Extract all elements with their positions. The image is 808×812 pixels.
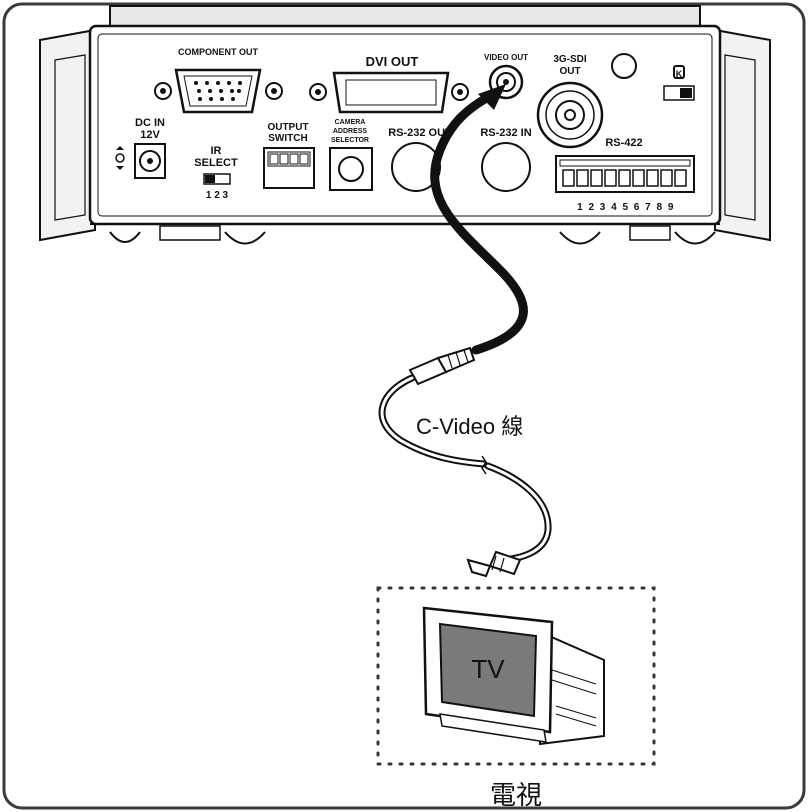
ir-select-switch: IR SELECT 1 2 3 (194, 145, 238, 201)
camera-address-label-line1: CAMERA (335, 119, 366, 126)
rs422-label: RS-422 (605, 137, 642, 149)
rs232-out-port: RS-232 OUT (388, 127, 452, 192)
ir-select-numbers: 1 2 3 (206, 190, 229, 201)
kensington-lock-icon: K (663, 65, 695, 101)
camera-address-label-line2: ADDRESS (333, 128, 368, 135)
component-out-label: COMPONENT OUT (178, 47, 259, 57)
sdi-out-label-line1: 3G-SDI (553, 54, 587, 65)
cable-to-video-out (430, 84, 528, 355)
output-switch-label-line1: OUTPUT (267, 122, 308, 133)
output-switch-label-line2: SWITCH (268, 133, 307, 144)
dc-in-label-line1: DC IN (135, 117, 165, 129)
sdi-out-label-line2: OUT (559, 66, 580, 77)
tv-dotted-outline (376, 586, 656, 766)
tv-caption: 電視 (490, 781, 542, 811)
dc-in-label-line2: 12V (140, 129, 160, 141)
video-out-label: VIDEO OUT (484, 53, 528, 62)
rca-plug-top (408, 346, 476, 386)
camera-address-label-line3: SELECTOR (331, 137, 369, 144)
dvi-out-port: DVI OUT (309, 54, 469, 114)
rs422-pin-numbers: 1 2 3 4 5 6 7 8 9 (577, 202, 675, 213)
rs232-in-port: RS-232 IN (480, 127, 532, 192)
tv-icon: TV (422, 606, 605, 746)
dvi-out-label: DVI OUT (366, 54, 419, 69)
camera-address-selector: CAMERA ADDRESS SELECTOR (329, 119, 373, 191)
tv-screen (438, 622, 538, 718)
polarity-icon (115, 146, 125, 170)
rca-plug-bottom (466, 550, 522, 578)
component-out-port: COMPONENT OUT (154, 47, 283, 114)
rs232-in-label: RS-232 IN (480, 127, 531, 139)
ir-select-label-line2: SELECT (194, 157, 238, 169)
sdi-out-port: 3G-SDI OUT (536, 54, 604, 149)
rs232-out-label: RS-232 OUT (388, 127, 452, 139)
dc-in-port: DC IN 12V (115, 117, 166, 179)
svg-text:K: K (676, 69, 683, 79)
mounting-screw (611, 53, 637, 79)
ir-select-label-line1: IR (211, 145, 222, 157)
rs422-port: RS-422 1 2 3 4 5 6 7 8 9 (555, 137, 695, 213)
tv-screen-text: TV (471, 654, 505, 684)
c-video-cable (378, 374, 552, 564)
output-switch: OUTPUT SWITCH (263, 122, 315, 189)
arrow-head (478, 84, 506, 110)
cable-label: C-Video 線 (416, 414, 523, 439)
